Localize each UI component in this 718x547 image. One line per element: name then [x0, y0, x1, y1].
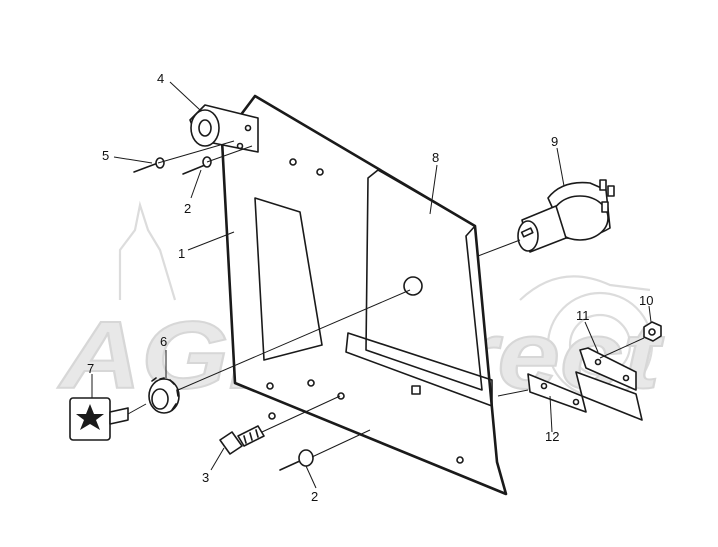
- mounting-plate: [220, 94, 508, 496]
- ignition-key: [69, 397, 129, 441]
- callout-7: 7: [87, 361, 94, 376]
- callout-labels: 1 2 2 3 4 5 6 7 8 9 10 11 12: [87, 71, 653, 504]
- bolt-part-3: [219, 425, 265, 455]
- callout-12: 12: [545, 429, 559, 444]
- callout-2-lower: 2: [311, 489, 318, 504]
- callout-11: 11: [576, 308, 590, 323]
- assembly-alignment-lines: [127, 140, 645, 458]
- callout-9: 9: [551, 134, 558, 149]
- rivet-part-2-upper: [182, 156, 212, 175]
- callout-10: 10: [639, 293, 653, 308]
- callout-leaders: [91, 81, 652, 489]
- clip-bracket-11: [575, 347, 643, 421]
- clip-plate-12: [527, 373, 587, 413]
- callout-1: 1: [178, 246, 185, 261]
- rivet-part-2-lower: [279, 449, 314, 471]
- callout-2-upper: 2: [184, 201, 191, 216]
- callout-5: 5: [102, 148, 109, 163]
- nut-part-10: [643, 321, 662, 342]
- decal-panel: [365, 169, 483, 391]
- callout-6: 6: [160, 334, 167, 349]
- knurled-nut: [148, 377, 180, 414]
- callout-4: 4: [157, 71, 164, 86]
- top-bracket: [189, 104, 259, 153]
- ignition-switch: [517, 179, 615, 253]
- callout-8: 8: [432, 150, 439, 165]
- screw-part-5: [133, 157, 165, 173]
- callout-3: 3: [202, 470, 209, 485]
